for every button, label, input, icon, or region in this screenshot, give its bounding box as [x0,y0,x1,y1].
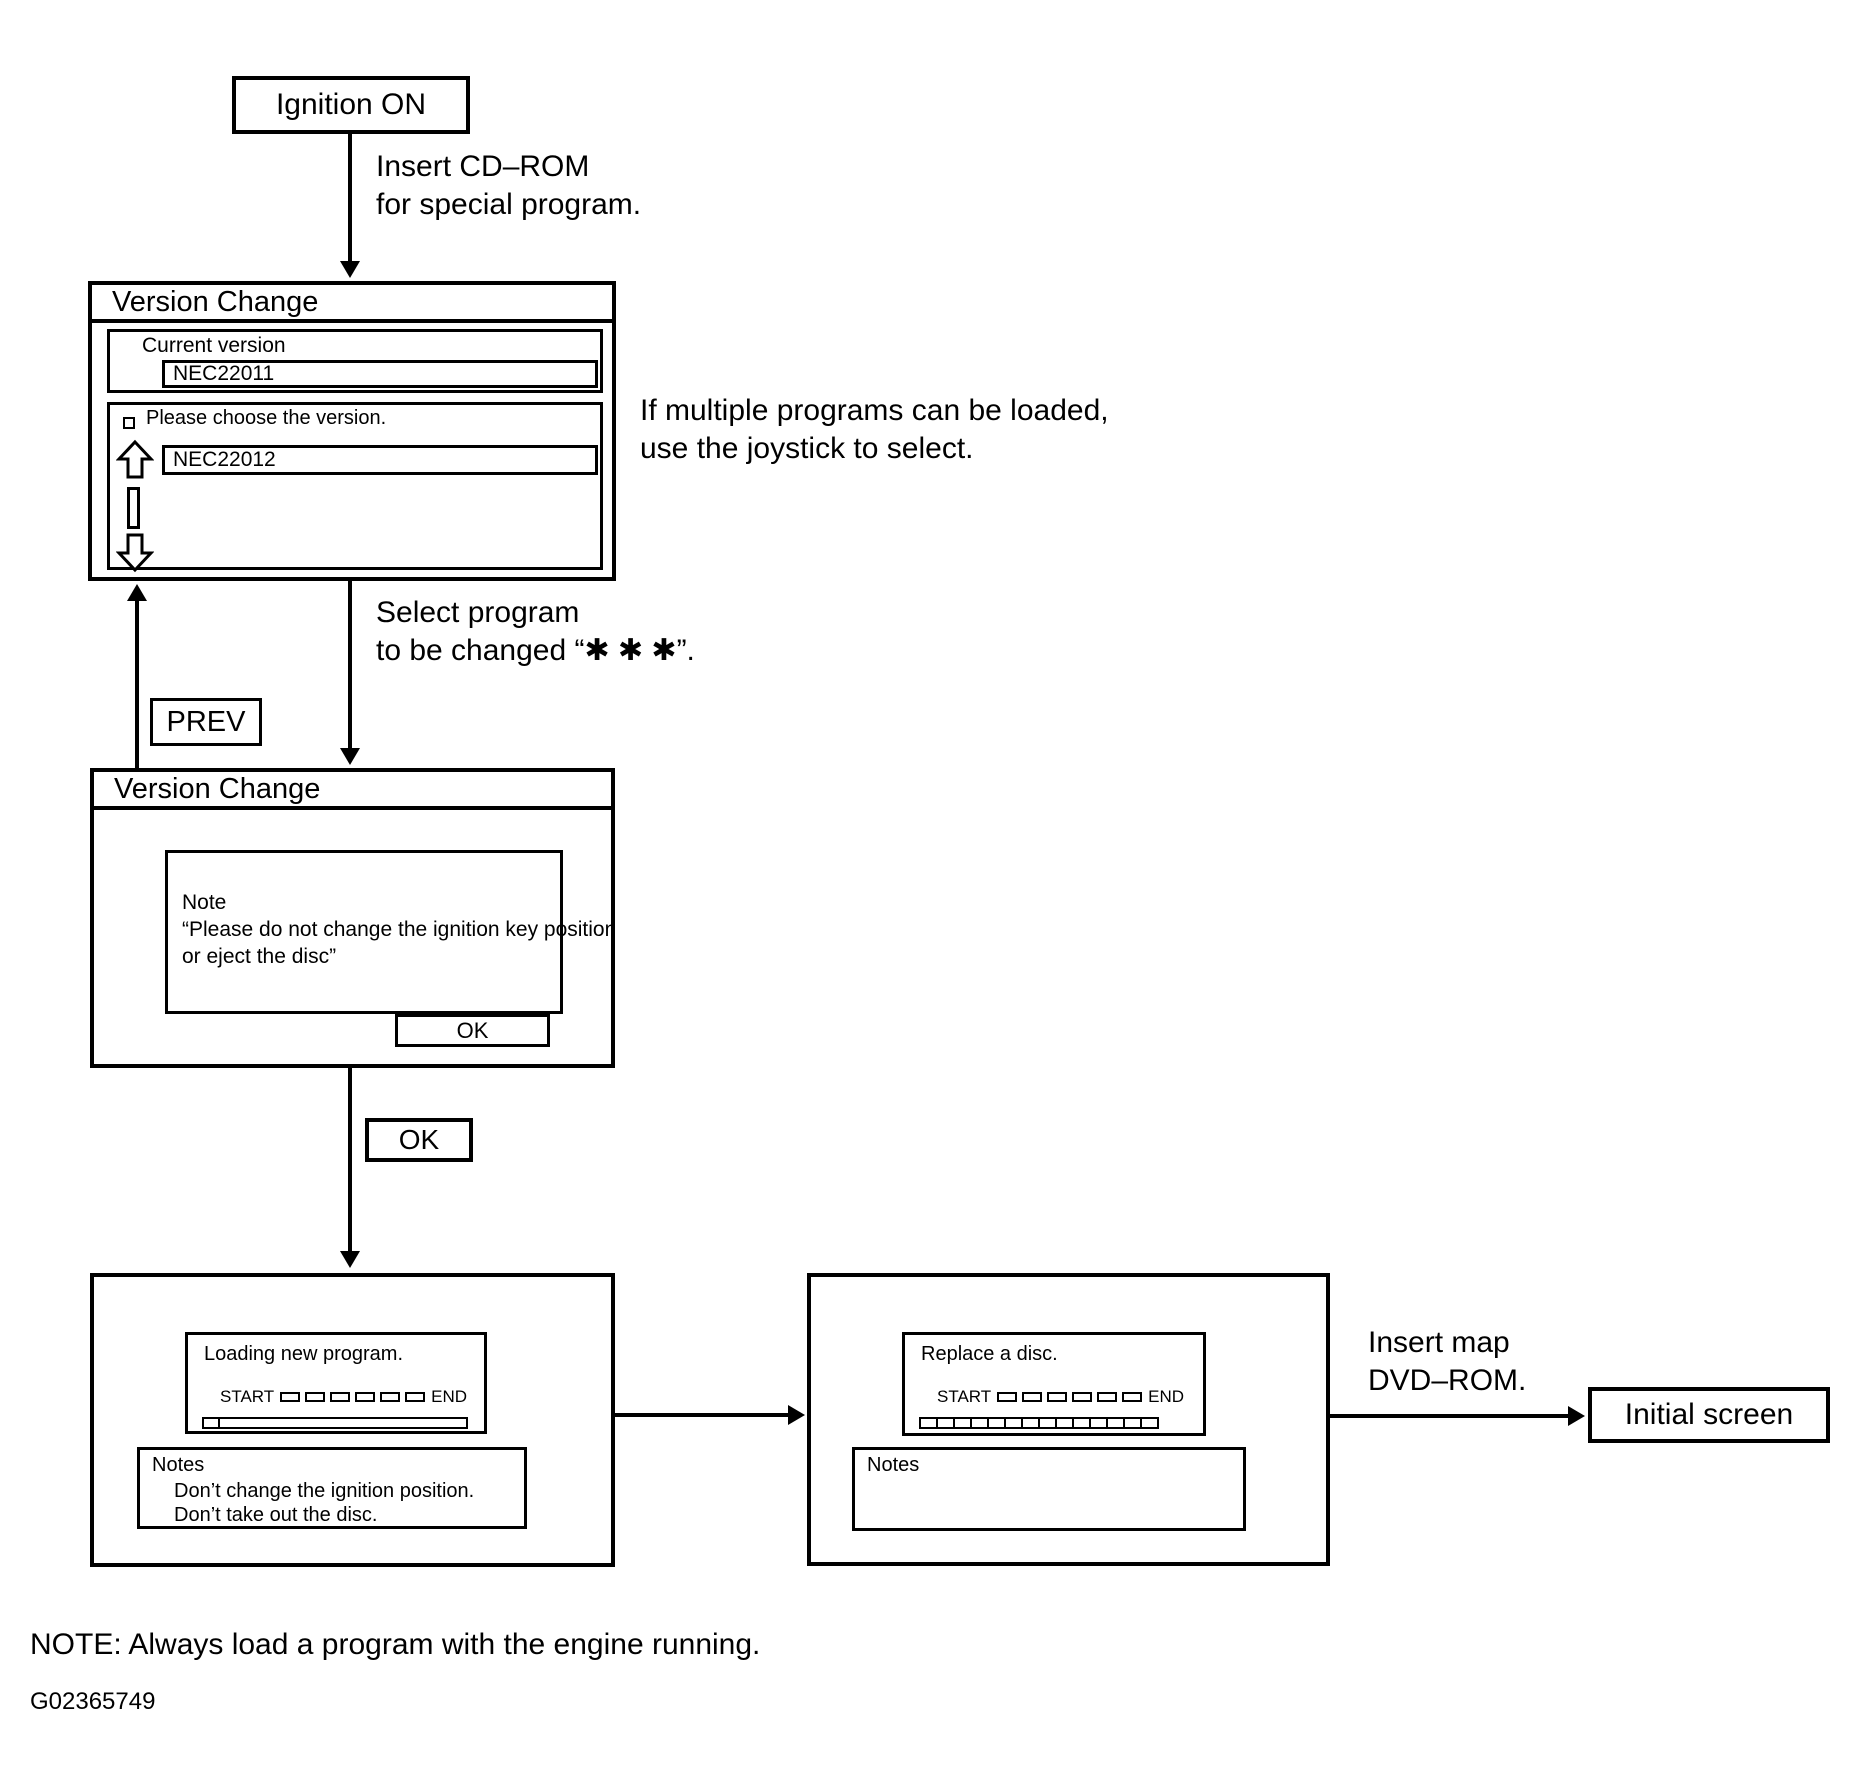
end-label: END [431,1387,468,1406]
choose-version-value: NEC22012 [173,448,276,471]
replace-notes-panel: Notes [852,1447,1246,1531]
prev-label: PREV [166,705,246,738]
current-version-panel: Current version NEC22011 [107,329,603,393]
progress-bar-tick [218,1419,220,1427]
choose-version-field[interactable]: NEC22012 [162,445,598,475]
progress-step-squares [280,1392,426,1402]
current-version-label: Current version [142,334,286,357]
insert-dvd-note: Insert map DVD–ROM. [1368,1324,1526,1400]
screen-replace-disc: Replace a disc. START END Notes [807,1273,1330,1566]
dialog-ok-label: OK [456,1017,489,1043]
loading-progress-bar [202,1417,468,1429]
choose-version-prompt: Please choose the version. [146,407,387,429]
loading-progress-scale: START END [220,1387,467,1407]
select-program-note: Select program to be changed “✱ ✱ ✱”. [376,594,695,670]
current-version-field: NEC22011 [162,360,598,388]
start-label: START [937,1387,992,1406]
arrowhead-right-icon [1568,1406,1585,1426]
loading-notes-title: Notes [152,1454,205,1476]
ignition-on-label: Ignition ON [275,88,427,121]
screen-version-change-2: Version Change Note “Please do not chang… [90,768,616,1068]
ok-step-label: OK [398,1124,440,1155]
note-text-line3: or eject the disc” [182,945,337,968]
arrow-line-screen3-to-screen4 [615,1413,789,1417]
note-title: Note [182,891,227,914]
arrow-line-screen1-to-screen2 [348,580,352,750]
select-program-line1: Select program [376,596,580,629]
arrowhead-down-icon [340,261,360,278]
ignition-on-box: Ignition ON [232,76,470,134]
joystick-note-line1: If multiple programs can be loaded, [640,394,1109,427]
dialog-ok-button[interactable]: OK [395,1014,550,1047]
select-program-line2: to be changed “✱ ✱ ✱”. [376,634,695,667]
loading-note1: Don’t change the ignition position. [174,1480,475,1502]
end-label: END [1148,1387,1185,1406]
screen-loading: Loading new program. START END Notes Don… [90,1273,615,1567]
bullet-square-icon [123,417,135,429]
arrow-line-ignition-to-screen1 [348,134,352,264]
arrow-line-screen2-to-screen3 [348,1068,352,1252]
joystick-note-line2: use the joystick to select. [640,432,974,465]
arrowhead-down-icon [340,748,360,765]
loading-message-panel: Loading new program. START END [185,1332,487,1434]
initial-screen-box: Initial screen [1588,1387,1830,1443]
insert-dvd-line2: DVD–ROM. [1368,1364,1527,1397]
ok-step-box: OK [365,1118,473,1162]
replace-notes-title: Notes [867,1454,920,1476]
replace-progress-scale: START END [937,1387,1184,1407]
initial-screen-label: Initial screen [1624,1398,1794,1431]
figure-id: G02365749 [30,1688,156,1715]
arrow-line-screen4-to-initial [1330,1414,1570,1418]
insert-cdrom-line2: for special program. [376,188,642,221]
loading-notes-panel: Notes Don’t change the ignition position… [137,1447,527,1529]
joystick-note: If multiple programs can be loaded, use … [640,392,1109,468]
prev-step-box: PREV [150,698,262,746]
arrowhead-up-icon [127,584,147,601]
replace-progress-bar-full [919,1417,1159,1429]
screen1-titlebar: Version Change [92,285,612,323]
current-version-value: NEC22011 [173,362,275,385]
loading-note2: Don’t take out the disc. [174,1504,378,1526]
start-label: START [220,1387,275,1406]
screen1-title: Version Change [112,285,319,318]
arrowhead-down-icon [340,1251,360,1268]
progress-step-squares [997,1392,1143,1402]
footer-note: NOTE: Always load a program with the eng… [30,1628,761,1661]
scroll-down-arrow-icon[interactable] [116,533,154,573]
arrowhead-right-icon [788,1405,805,1425]
replace-message: Replace a disc. [921,1343,1058,1365]
screen-version-change-1: Version Change Current version NEC22011 … [88,281,616,581]
note-text-line2: “Please do not change the ignition key p… [182,918,617,941]
note-dialog-text: Note “Please do not change the ignition … [182,889,616,970]
replace-message-panel: Replace a disc. START END [902,1332,1206,1436]
insert-cdrom-line1: Insert CD–ROM [376,150,590,183]
screen2-titlebar: Version Change [94,772,611,810]
arrow-line-prev [135,598,139,768]
choose-version-panel: Please choose the version. NEC22012 [107,402,603,573]
insert-cdrom-note: Insert CD–ROM for special program. [376,148,641,224]
insert-dvd-line1: Insert map [1368,1326,1510,1359]
scroll-up-arrow-icon[interactable] [116,439,154,479]
scrollbar-track[interactable] [127,487,140,529]
note-dialog: Note “Please do not change the ignition … [165,850,616,1014]
screen2-title: Version Change [114,772,321,805]
loading-message: Loading new program. [204,1343,404,1365]
